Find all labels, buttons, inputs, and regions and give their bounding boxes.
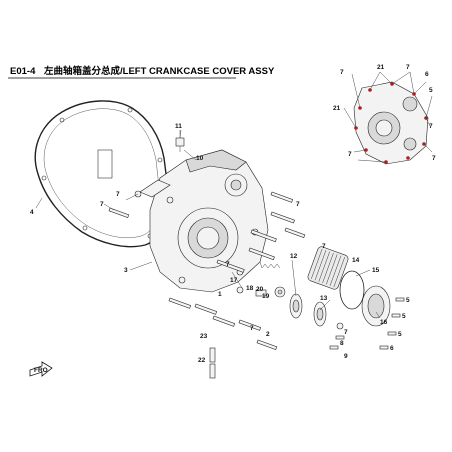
callout-7: 7 — [250, 325, 254, 332]
diagram-header: E01-4 左曲轴箱盖分总成/LEFT CRANKCASE COVER ASSY — [8, 65, 275, 79]
callout-21: 21 — [377, 64, 385, 71]
callout-6: 6 — [425, 71, 429, 78]
callout-7: 7 — [322, 243, 326, 250]
callout-23: 23 — [200, 333, 208, 340]
callout-6: 6 — [390, 345, 394, 352]
front-arrow-icon: FRO — [29, 361, 53, 377]
cover-bolts — [108, 191, 306, 351]
callout-7: 7 — [296, 201, 300, 208]
callout-7: 7 — [340, 69, 344, 76]
callout-7: 7 — [429, 123, 433, 130]
diagram-title: 左曲轴箱盖分总成/LEFT CRANKCASE COVER ASSY — [43, 65, 275, 77]
callout-2: 2 — [266, 331, 270, 338]
callout-7: 7 — [116, 191, 120, 198]
callout-15: 15 — [372, 267, 380, 274]
callout-4: 4 — [30, 209, 34, 216]
inset-view — [343, 71, 433, 165]
callout-10: 10 — [196, 155, 204, 162]
front-label: FRO — [34, 367, 48, 374]
callout-1: 1 — [218, 291, 222, 298]
callout-7: 7 — [348, 151, 352, 158]
callout-17: 17 — [230, 277, 238, 284]
callout-7: 7 — [226, 261, 230, 268]
callout-labels: 7 21 7 6 5 21 7 7 7 11 10 7 4 7 3 7 7 7 … — [30, 64, 436, 364]
diagram-code: E01-4 — [10, 66, 36, 77]
callout-20: 20 — [256, 286, 264, 293]
callout-5: 5 — [429, 87, 433, 94]
callout-12: 12 — [290, 253, 298, 260]
callout-3: 3 — [124, 267, 128, 274]
callout-7: 7 — [432, 155, 436, 162]
leader-lines — [35, 129, 381, 319]
callout-7: 7 — [344, 329, 348, 336]
sensor-assembly — [125, 130, 185, 201]
callout-7: 7 — [406, 64, 410, 71]
callout-14: 14 — [352, 257, 360, 264]
crankcase-cover — [149, 149, 269, 293]
callout-7: 7 — [100, 201, 104, 208]
callout-13: 13 — [320, 295, 328, 302]
callout-8: 8 — [340, 340, 344, 347]
callout-5: 5 — [406, 297, 410, 304]
callout-5: 5 — [398, 331, 402, 338]
callout-21: 21 — [333, 105, 341, 112]
callout-11: 11 — [175, 123, 182, 130]
callout-19: 19 — [262, 293, 270, 300]
callout-16: 16 — [380, 319, 388, 326]
callout-5: 5 — [402, 313, 406, 320]
callout-22: 22 — [198, 357, 206, 364]
callout-9: 9 — [344, 353, 348, 360]
oil-filter-group — [236, 246, 405, 350]
dowel-pins — [209, 347, 216, 379]
callout-18: 18 — [246, 285, 254, 292]
